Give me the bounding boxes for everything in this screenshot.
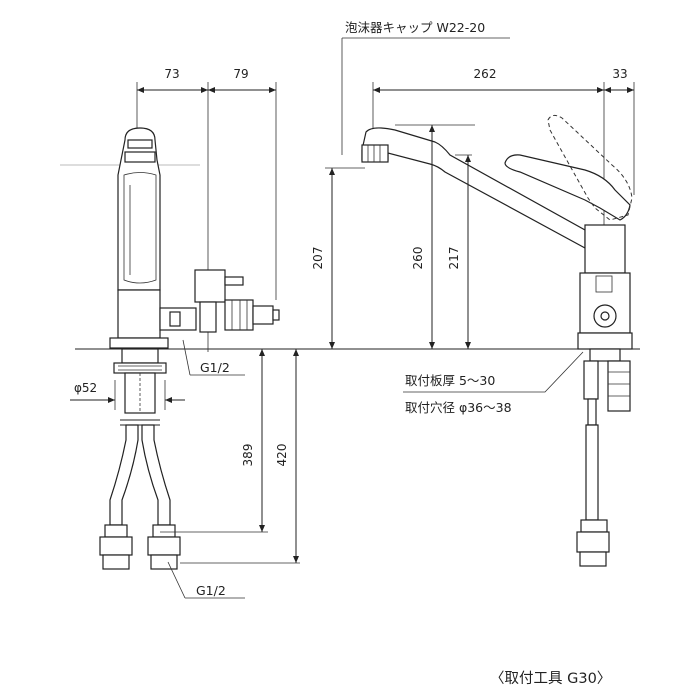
mount-thickness-label: 取付板厚 5～30 xyxy=(405,373,495,388)
front-view xyxy=(60,82,300,599)
dim-label-33: 33 xyxy=(612,67,627,81)
valve-body xyxy=(194,269,226,303)
side-view xyxy=(325,37,635,567)
dim-label-420: 420 xyxy=(275,444,289,467)
supply-hose xyxy=(585,424,599,521)
hose-right xyxy=(141,424,171,526)
supply-valve xyxy=(607,360,631,412)
dim-label-260: 260 xyxy=(411,247,425,270)
dim-label-217: 217 xyxy=(447,247,461,270)
dim-label-262: 262 xyxy=(474,67,497,81)
base-plate xyxy=(109,337,169,349)
faucet-body-front xyxy=(117,127,161,291)
tool-label: 〈取付工具 G30〉 xyxy=(490,670,611,687)
connection-label-top: G1/2 xyxy=(200,360,230,375)
aerator-cap-label: 泡沫器キャップ W22-20 xyxy=(345,20,485,35)
lever-handle-raised xyxy=(547,114,633,221)
faucet-body-side xyxy=(584,224,626,274)
dim-label-79: 79 xyxy=(233,67,248,81)
dim-label-207: 207 xyxy=(311,247,325,270)
hose-left xyxy=(109,424,139,526)
dim-label-73: 73 xyxy=(164,67,179,81)
lever-handle xyxy=(504,154,631,221)
mount-nut xyxy=(113,362,167,374)
spout xyxy=(361,127,586,250)
connection-label-bottom: G1/2 xyxy=(196,583,226,598)
aerator xyxy=(361,144,389,163)
dim-label-389: 389 xyxy=(241,444,255,467)
dim-label-phi52: φ52 xyxy=(74,381,97,395)
mount-hole-label: 取付穴径 φ36～38 xyxy=(405,400,512,415)
